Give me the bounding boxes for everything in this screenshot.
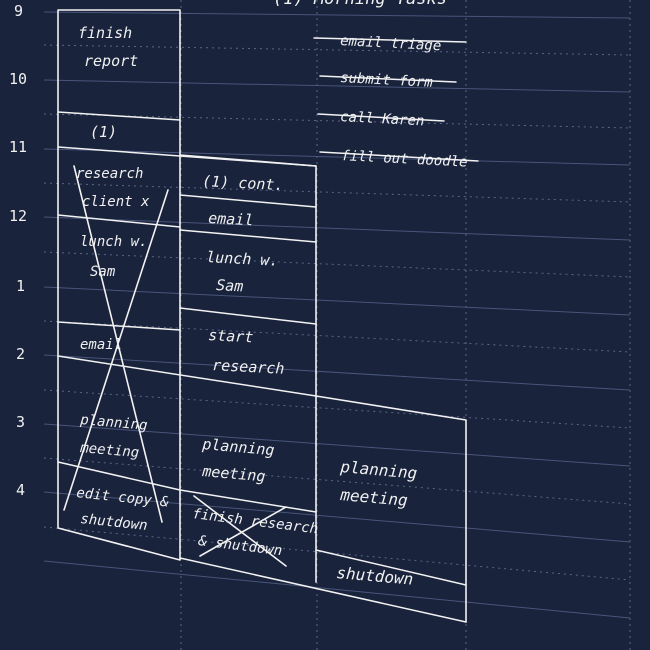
ruled-line [43, 526, 631, 581]
column-3-border [315, 395, 467, 623]
ruled-line [43, 389, 631, 429]
block-text: shutdown [80, 511, 149, 534]
ruled-line [43, 354, 631, 391]
schedule-column-1: finish report (1) research client x lunc… [57, 9, 317, 561]
ruled-line [43, 457, 631, 505]
ruled-line [43, 113, 631, 129]
block-text: shutdown [336, 563, 414, 589]
block-text: lunch w. [206, 248, 279, 270]
block-text: Sam [216, 276, 244, 295]
block-divider [57, 214, 181, 228]
block-divider [179, 194, 317, 208]
block-divider [57, 355, 317, 397]
hour-label: 10 [9, 70, 27, 88]
strikethrough [319, 75, 457, 83]
block-text: email [208, 209, 254, 229]
block-divider [179, 557, 467, 623]
strikethrough [317, 113, 445, 122]
hour-label: 9 [14, 2, 23, 20]
ruled-line [43, 286, 631, 316]
block-text: planning [201, 435, 276, 459]
column-1-border [57, 9, 181, 561]
ruled-line [43, 423, 631, 467]
strikethrough [319, 151, 479, 162]
block-text: meeting [79, 440, 140, 461]
block-text: report [84, 52, 138, 70]
block-text: email [80, 337, 122, 353]
block-text: research [212, 356, 285, 378]
morning-tasks: (1) Morning Tasks email triage submit fo… [273, 0, 479, 171]
ruled-line [43, 560, 631, 619]
tasks-heading: (1) Morning Tasks [273, 0, 447, 9]
block-text: finish research [192, 506, 319, 537]
block-text: meeting [201, 462, 267, 486]
block-text: start [208, 326, 254, 346]
block-divider [315, 549, 467, 586]
block-text: lunch w. [80, 234, 147, 250]
column-2-border [179, 154, 317, 583]
block-text: (1) cont. [202, 172, 284, 194]
schedule-column-3: planning meeting shutdown [315, 395, 467, 623]
cross-out-line [63, 189, 169, 511]
task-item: email triage [340, 33, 442, 54]
block-divider [57, 111, 181, 121]
block-divider [179, 489, 317, 513]
hour-label: 1 [16, 277, 25, 295]
block-divider [179, 307, 317, 325]
hour-label: 2 [16, 345, 25, 363]
cross-out-line [193, 495, 287, 567]
task-item: call Karen [340, 109, 425, 129]
strikethrough [313, 37, 467, 43]
block-text: (1) [90, 123, 117, 141]
cross-out-line [199, 506, 287, 557]
block-divider [179, 229, 317, 243]
block-text: Sam [90, 264, 116, 280]
hour-label: 12 [9, 207, 27, 225]
ruled-line [43, 79, 631, 93]
task-item: submit form [340, 70, 434, 91]
block-text: meeting [339, 485, 409, 510]
hour-label: 3 [16, 413, 25, 431]
block-text: planning [339, 457, 418, 483]
ruled-lines [43, 11, 631, 619]
block-text: planning [79, 412, 149, 434]
ruled-line [43, 11, 631, 19]
block-text: & shutdown [197, 533, 284, 559]
hour-labels: 9 10 11 12 1 2 3 4 [9, 2, 27, 499]
block-text: client x [82, 194, 150, 210]
ruled-line [43, 320, 631, 353]
hour-label: 11 [9, 138, 27, 156]
ruled-line [43, 182, 631, 203]
ruled-line [43, 148, 631, 166]
task-item: fill out doodle [341, 148, 468, 171]
block-text: finish [78, 24, 132, 42]
hour-label: 4 [16, 481, 25, 499]
ruled-line [43, 44, 631, 56]
ruled-line [43, 251, 631, 278]
ruled-line [43, 491, 631, 543]
block-text: research [76, 166, 143, 182]
block-divider [57, 321, 181, 331]
ruled-line [43, 216, 631, 241]
